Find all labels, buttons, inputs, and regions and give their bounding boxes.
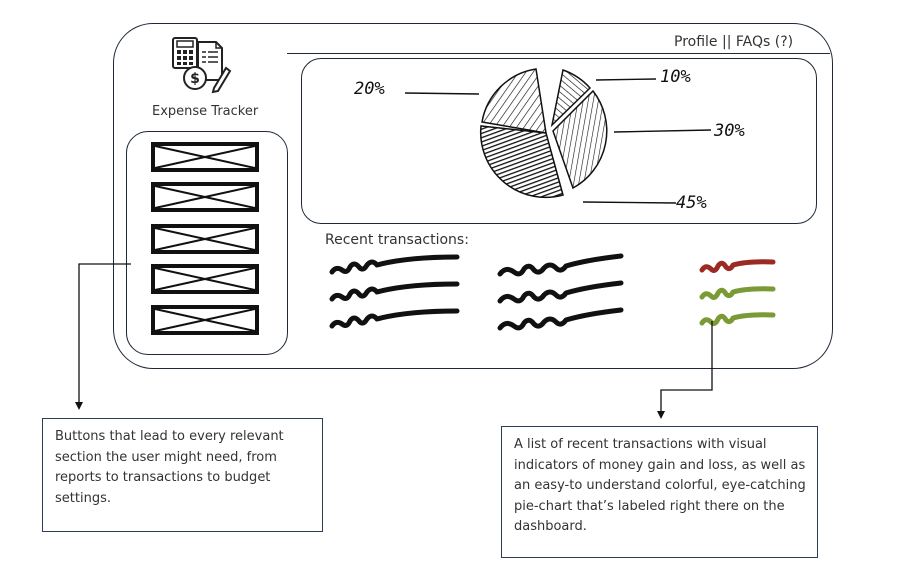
pie-slice-10 [550, 69, 592, 128]
calculator-invoice-dollar-icon: $ [172, 37, 232, 94]
profile-faq-links[interactable]: Profile || FAQs (?) [674, 34, 794, 50]
annotation-transactions-chart: A list of recent transactions with visua… [501, 426, 818, 558]
pie-label-20: 20% [354, 79, 385, 99]
pie-label-45: 45% [676, 193, 707, 213]
dashboard-frame [113, 23, 833, 369]
placeholder-x-box-icon [151, 142, 259, 172]
nav-button-1[interactable] [151, 142, 259, 172]
pie-chart-panel [301, 58, 817, 224]
transaction-amount-gain [699, 286, 776, 300]
pie-slice-30 [552, 89, 608, 190]
nav-button-2[interactable] [151, 182, 259, 212]
placeholder-x-box-icon [151, 305, 259, 335]
nav-button-3[interactable] [151, 224, 259, 254]
svg-text:$: $ [190, 71, 200, 87]
recent-transactions-title: Recent transactions: [325, 232, 469, 248]
pie-label-10: 10% [660, 67, 691, 87]
transaction-date [497, 253, 624, 277]
transaction-date [497, 307, 624, 331]
placeholder-x-box-icon [151, 264, 259, 294]
pie-chart [404, 68, 712, 204]
transaction-date [497, 280, 624, 304]
transactions-list [329, 253, 776, 331]
placeholder-x-box-icon [151, 182, 259, 212]
transaction-amount-loss [699, 259, 776, 273]
pie-slice-45 [479, 125, 564, 199]
nav-button-5[interactable] [151, 305, 259, 335]
annotation-sidebar-buttons: Buttons that lead to every relevant sect… [42, 418, 323, 532]
transaction-description [329, 308, 460, 329]
app-title: Expense Tracker [152, 104, 259, 119]
nav-button-4[interactable] [151, 264, 259, 294]
sidebar-nav [126, 131, 288, 355]
pie-slice-20 [481, 68, 547, 134]
transaction-amount-gain [699, 312, 776, 326]
transaction-description [329, 281, 460, 302]
placeholder-x-box-icon [151, 224, 259, 254]
pie-label-30: 30% [714, 121, 745, 141]
header-divider [287, 53, 830, 54]
transaction-description [329, 254, 460, 275]
